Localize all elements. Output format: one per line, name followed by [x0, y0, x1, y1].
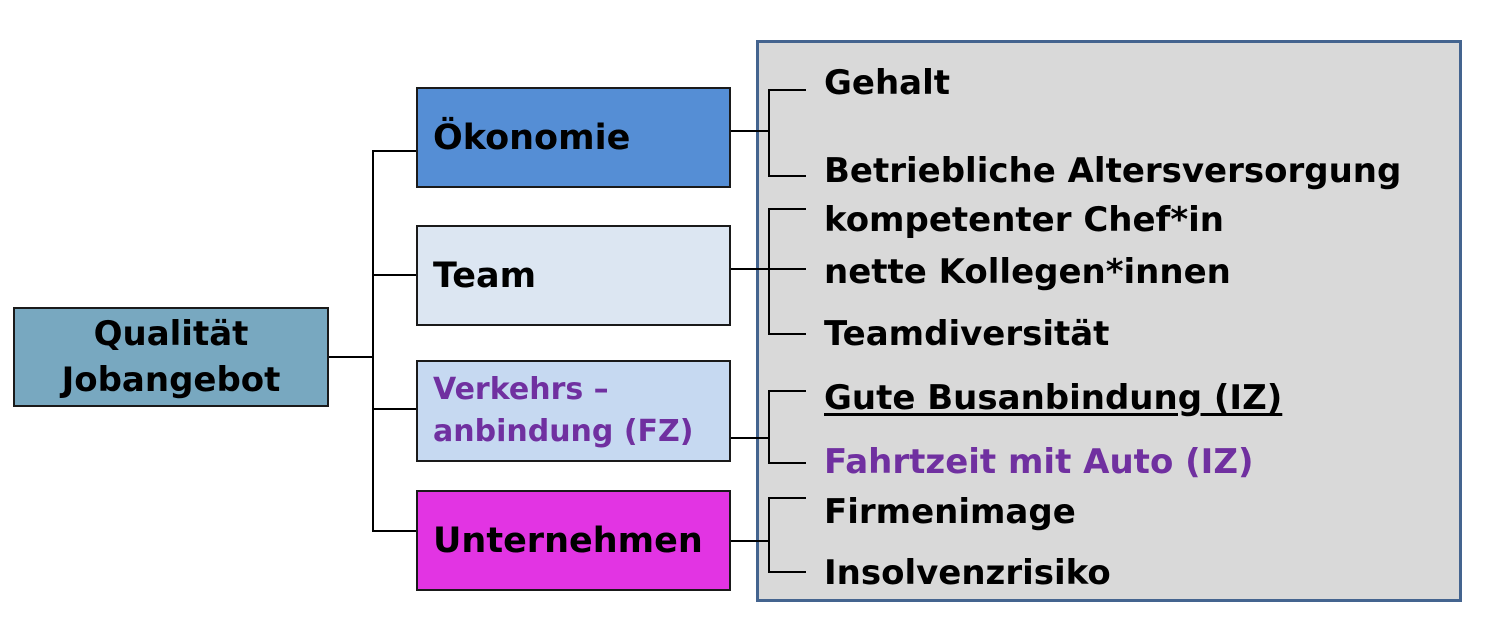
category-label-team: Team — [433, 255, 537, 296]
bracket-team-top — [768, 208, 806, 210]
root-label-line2: Jobangebot — [61, 360, 281, 400]
connector-unternehmen — [372, 530, 416, 532]
connector-verkehr-items — [731, 437, 769, 439]
root-node-qualitaet-jobangebot: Qualität Jobangebot — [13, 307, 329, 407]
connector-trunk — [372, 150, 374, 531]
connector-root — [329, 356, 372, 358]
category-unternehmen: Unternehmen — [416, 490, 731, 591]
bracket-unternehmen-bottom — [768, 571, 806, 573]
bracket-oekonomie — [768, 89, 770, 177]
item-fahrtzeit-auto: Fahrtzeit mit Auto (IZ) — [824, 442, 1254, 482]
item-gehalt: Gehalt — [824, 63, 951, 103]
bracket-verkehr-top — [768, 390, 806, 392]
attributes-panel — [756, 40, 1462, 602]
category-team: Team — [416, 225, 731, 326]
connector-verkehr — [372, 408, 416, 410]
bracket-unternehmen-top — [768, 497, 806, 499]
root-label-line1: Qualität — [93, 314, 249, 354]
bracket-team-bottom — [768, 333, 806, 335]
bracket-unternehmen — [768, 497, 770, 573]
category-verkehrsanbindung: Verkehrs – anbindung (FZ) — [416, 360, 731, 462]
item-teamdiversitaet: Teamdiversität — [824, 314, 1110, 354]
bracket-verkehr-bottom — [768, 462, 806, 464]
connector-oekonomie-items — [731, 130, 769, 132]
category-oekonomie: Ökonomie — [416, 87, 731, 188]
item-firmenimage: Firmenimage — [824, 492, 1076, 532]
category-label-verkehr-line1: Verkehrs – — [433, 372, 609, 407]
bracket-verkehr — [768, 390, 770, 464]
item-kompetenter-chef: kompetenter Chef*in — [824, 200, 1224, 240]
connector-oekonomie — [372, 150, 416, 152]
category-label-oekonomie: Ökonomie — [433, 117, 631, 158]
bracket-oekonomie-top — [768, 89, 806, 91]
category-label-unternehmen: Unternehmen — [433, 520, 703, 561]
category-label-verkehr-line2: anbindung (FZ) — [433, 414, 694, 449]
bracket-team — [768, 208, 770, 335]
item-betriebliche-altersversorgung: Betriebliche Altersversorgung — [824, 151, 1402, 191]
bracket-oekonomie-bottom — [768, 175, 806, 177]
item-gute-busanbindung: Gute Busanbindung (IZ) — [824, 378, 1283, 418]
connector-team — [372, 274, 416, 276]
item-insolvenzrisiko: Insolvenzrisiko — [824, 553, 1111, 593]
connector-unternehmen-items — [731, 540, 769, 542]
item-nette-kollegen: nette Kollegen*innen — [824, 252, 1231, 292]
